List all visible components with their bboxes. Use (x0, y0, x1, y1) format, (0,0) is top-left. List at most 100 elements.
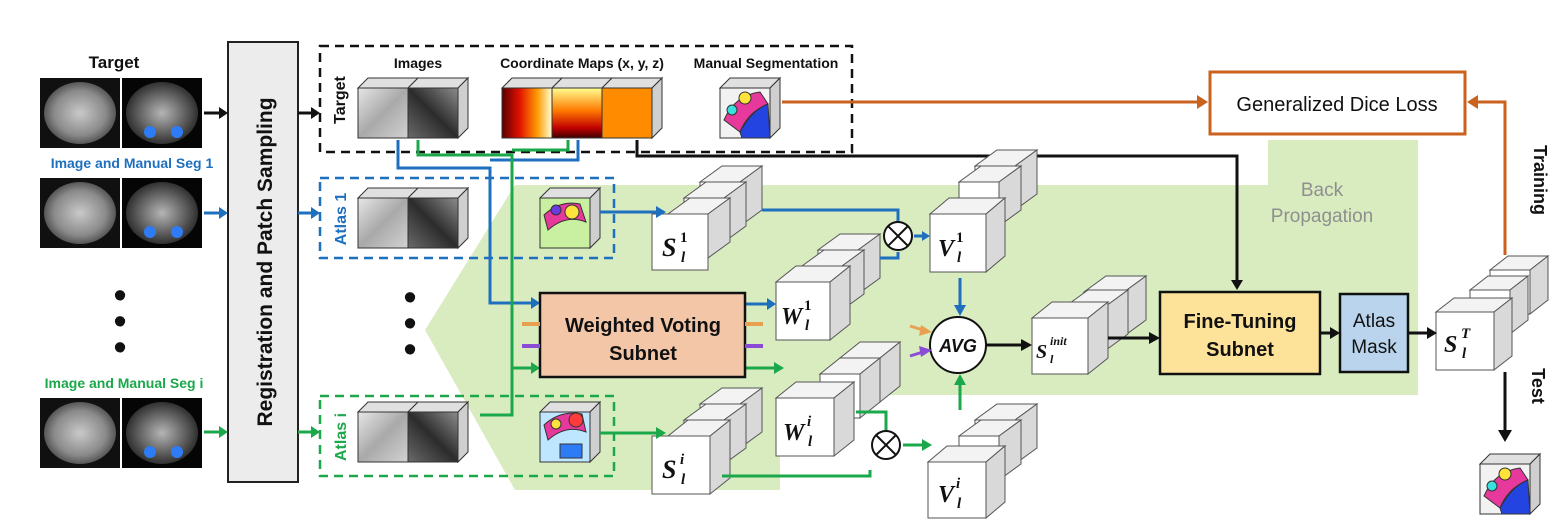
v1-stack (928, 149, 1039, 274)
svg-text:•: • (403, 329, 416, 371)
green-flow (600, 366, 962, 478)
atlasi-segmentation-patch (538, 400, 602, 464)
sinit-arrowhead (1021, 339, 1032, 351)
coordinate-maps-label: Coordinate Maps (x, y, z) (500, 55, 664, 71)
atlas1-panel (318, 176, 616, 260)
output-segmentation-patch (1478, 452, 1542, 516)
green-wire-arrowhead (531, 362, 540, 374)
svg-text:i: i (807, 414, 812, 430)
manual-segmentation-label: Manual Segmentation (694, 55, 839, 71)
fine-tuning-line2: Subnet (1206, 339, 1274, 361)
target-side-label: Target (332, 75, 349, 123)
vi-stack (926, 403, 1039, 520)
weighted-voting-side-marks (522, 322, 763, 348)
target-to-finetuning-wire (635, 140, 1239, 282)
coordinate-map-patches (500, 76, 664, 140)
st-stack (1434, 254, 1550, 372)
feature-label-vi: V i l (938, 476, 962, 512)
svg-text:l: l (1462, 346, 1467, 362)
feature-label-sinit: S init l (1036, 334, 1067, 366)
feature-label-v1: V 1 l (938, 230, 964, 266)
svg-text:V: V (938, 236, 956, 262)
avg-label: AVG (938, 336, 977, 356)
svg-text:l: l (808, 434, 813, 450)
svg-text:•: • (403, 277, 416, 319)
dice-loss-label: Generalized Dice Loss (1236, 94, 1437, 116)
output-arrowhead (1427, 327, 1437, 339)
svg-text:W: W (781, 304, 804, 330)
seg1-title: Image and Manual Seg 1 (51, 155, 214, 171)
atlas1-image-patches (356, 186, 470, 250)
test-label: Test (1528, 368, 1548, 404)
target-image-patches (356, 76, 470, 140)
feature-label-s1: S 1 l (662, 230, 688, 266)
s1-arrowhead (656, 206, 666, 218)
target-title: Target (89, 53, 140, 72)
purple-avg-arrowhead (919, 346, 932, 357)
atlasi-brain-images (40, 398, 202, 468)
svg-text:S: S (662, 455, 676, 484)
v1-arrowhead (922, 231, 930, 241)
svg-text:l: l (957, 496, 962, 512)
svg-text:1: 1 (804, 298, 812, 314)
weighted-voting-line2: Subnet (609, 343, 677, 365)
vertical-ellipsis-middle: • • • (403, 277, 416, 371)
feature-label-si: S i l (662, 452, 686, 488)
svg-text:W: W (783, 420, 806, 446)
training-wire (1478, 100, 1507, 255)
multiply-bottom (871, 430, 901, 460)
wi-arrowhead (774, 362, 784, 374)
back-propagation-line2: Propagation (1271, 206, 1373, 227)
images-label: Images (394, 55, 442, 71)
vi-to-avg-arrowhead (954, 374, 966, 385)
svg-text:1: 1 (956, 230, 964, 246)
dice-loss-box (1208, 70, 1467, 136)
atlasi-panel (318, 394, 616, 478)
weighted-voting-box (538, 291, 747, 379)
test-arrowhead (1498, 430, 1512, 442)
svg-text:init: init (1050, 334, 1067, 348)
svg-text:•: • (113, 275, 126, 317)
atlas-mask-box (1338, 292, 1410, 374)
svg-text:l: l (681, 472, 686, 488)
atlas-mask-line1: Atlas (1353, 311, 1395, 332)
registration-box (227, 41, 299, 483)
svg-text:S: S (1444, 332, 1457, 358)
target-brain-images (40, 78, 202, 148)
fine-tuning-box (1158, 290, 1322, 376)
s1-stack (651, 165, 764, 271)
svg-text:•: • (113, 327, 126, 369)
input-arrows (204, 107, 228, 438)
atlas1-segmentation-patch (538, 186, 602, 250)
target-panel (318, 44, 854, 154)
svg-text:S: S (1036, 341, 1047, 363)
svg-text:l: l (957, 250, 962, 266)
atlas1-label: Atlas 1 (333, 193, 350, 246)
svg-text:•: • (403, 303, 416, 345)
orange-avg-arrowhead (919, 325, 932, 336)
svg-text:i: i (680, 452, 685, 468)
svg-text:l: l (1050, 352, 1054, 366)
atlasi-label: Atlas i (333, 413, 350, 461)
blue-wire-arrowhead (531, 297, 540, 309)
registration-label: Registration and Patch Sampling (254, 97, 277, 426)
atlasi-image-patches (356, 400, 470, 464)
segi-title: Image and Manual Seg i (45, 375, 204, 391)
back-propagation-line1: Back (1301, 180, 1344, 201)
svg-text:l: l (681, 250, 686, 266)
atlas1-brain-images (40, 178, 202, 248)
training-label: Training (1530, 145, 1550, 215)
v1-to-avg-arrowhead (954, 305, 966, 316)
mask-arrowhead (1330, 327, 1340, 339)
w1-stack (774, 233, 882, 342)
loss-right-arrowhead (1467, 95, 1478, 109)
multiply-top (883, 221, 913, 251)
vertical-ellipsis-left: • • • (113, 275, 126, 369)
svg-text:l: l (805, 318, 810, 334)
registration-output-arrows (298, 107, 320, 438)
feature-label-st: S T l (1444, 326, 1471, 362)
blue-wires (396, 140, 580, 305)
svg-text:1: 1 (680, 230, 688, 246)
